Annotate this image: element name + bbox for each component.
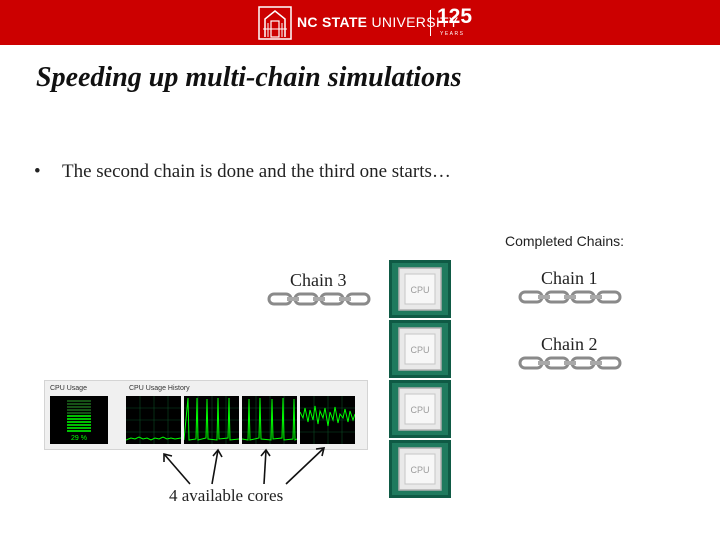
slide-title: Speeding up multi-chain simulations	[36, 62, 462, 93]
anniversary-years: YEARS	[440, 31, 465, 37]
university-name: NC STATE UNIVERSITY	[297, 14, 459, 30]
core-history-graph-2	[183, 396, 240, 444]
task-manager-cpu-panel: CPU Usage CPU Usage History 29 %	[44, 380, 368, 450]
completed-chains-label: Completed Chains:	[505, 233, 625, 249]
anniversary-number: 125	[437, 5, 473, 28]
svg-text:CPU: CPU	[410, 465, 429, 475]
completed-chain-label-2: Chain 2	[541, 334, 598, 354]
belltower-icon	[258, 6, 292, 40]
cpu-chip-icon-4: CPU	[389, 440, 451, 498]
core-history-graph-3	[241, 396, 298, 444]
chain-icon-completed-1	[518, 290, 622, 304]
bullet-dot: •	[34, 161, 41, 182]
cpu-usage-percent: 29 %	[71, 435, 87, 442]
svg-text:CPU: CPU	[410, 405, 429, 415]
core-history-graph-1	[125, 396, 182, 444]
running-chain-label: Chain 3	[290, 270, 347, 290]
core-history-graph-4	[299, 396, 356, 444]
chain-icon-running	[267, 292, 371, 306]
university-logo: NC STATE UNIVERSITY 125 YEARS	[257, 5, 472, 41]
bullet-text: The second chain is done and the third o…	[62, 161, 451, 182]
core-arrows	[163, 447, 326, 485]
svg-text:CPU: CPU	[410, 285, 429, 295]
cpu-usage-heading: CPU Usage	[50, 385, 87, 392]
cpu-chip-icon-3: CPU	[389, 380, 451, 438]
cpu-usage-bars	[67, 400, 91, 432]
svg-text:CPU: CPU	[410, 345, 429, 355]
cpu-chip-icon-2: CPU	[389, 320, 451, 378]
completed-chain-label-1: Chain 1	[541, 268, 598, 288]
cpu-usage-meter: 29 %	[50, 396, 108, 444]
cores-caption: 4 available cores	[169, 486, 284, 505]
chain-icon-completed-2	[518, 356, 622, 370]
logo-divider	[430, 10, 431, 36]
cpu-chip-icon-1: CPU	[389, 260, 451, 318]
header-banner: NC STATE UNIVERSITY 125 YEARS	[0, 0, 720, 45]
cpu-history-heading: CPU Usage History	[129, 385, 190, 392]
